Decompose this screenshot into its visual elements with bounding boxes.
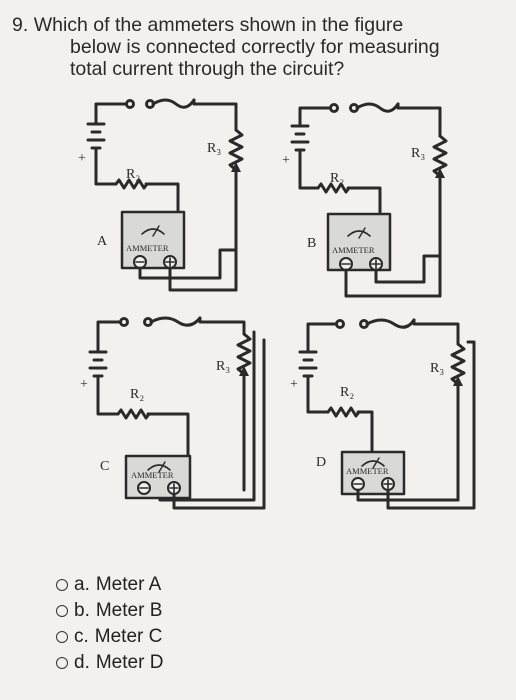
r2-label: R₂	[340, 385, 354, 400]
battery-icon	[86, 122, 106, 150]
option-letter: b.	[74, 600, 90, 621]
option-c[interactable]: c. Meter C	[56, 624, 163, 650]
r2-label: R₂	[130, 387, 144, 402]
ammeter-label: AMMETER	[346, 466, 389, 476]
option-d[interactable]: d. Meter D	[56, 650, 163, 676]
battery-plus-label: +	[282, 153, 290, 168]
resistor-r3-icon	[236, 332, 252, 376]
option-b[interactable]: b. Meter B	[56, 598, 163, 624]
switch-icon	[125, 98, 196, 109]
option-label: Meter B	[95, 600, 163, 621]
circuit-panel-b: + R₃ R₂ AMMETER	[282, 102, 448, 298]
r2-label: R₂	[330, 171, 344, 186]
resistor-r3-icon	[432, 134, 448, 178]
panel-letter: D	[316, 455, 326, 470]
resistor-r2-icon	[114, 178, 149, 190]
r3-label: R₃	[207, 141, 221, 156]
circuit-figure: + R₃ R₂ AMMETER	[78, 98, 476, 510]
radio-button-icon[interactable]	[56, 605, 68, 617]
panel-letter: C	[100, 459, 109, 474]
circuit-panel-c: + R₃ R₂ AMMETER	[80, 316, 266, 510]
ammeter-label: AMMETER	[126, 243, 169, 253]
question-number: 9.	[12, 14, 29, 36]
battery-icon	[298, 350, 318, 378]
switch-icon	[335, 318, 416, 329]
radio-button-icon[interactable]	[56, 631, 68, 643]
panel-letter: B	[307, 236, 316, 251]
arrow-icon	[231, 162, 241, 172]
resistor-r2-icon	[116, 408, 151, 420]
r3-label: R₃	[430, 361, 444, 376]
ammeter-label: AMMETER	[131, 470, 174, 480]
ammeter-a: AMMETER	[120, 210, 186, 270]
option-letter: a.	[74, 574, 90, 595]
question-text: 9. Which of the ammeters shown in the fi…	[12, 14, 492, 80]
radio-button-icon[interactable]	[56, 579, 68, 591]
arrow-icon	[435, 168, 445, 178]
option-label: Meter A	[95, 574, 162, 595]
arrow-icon	[239, 366, 249, 376]
ammeter-d: AMMETER	[340, 450, 406, 496]
circuit-panel-a: + R₃ R₂ AMMETER	[78, 98, 244, 292]
option-letter: c.	[74, 626, 89, 647]
battery-plus-label: +	[78, 151, 86, 166]
resistor-r3-icon	[228, 128, 244, 172]
radio-button-icon[interactable]	[56, 657, 68, 669]
option-letter: d.	[74, 652, 90, 673]
ammeter-label: AMMETER	[332, 245, 375, 255]
option-label: Meter D	[95, 652, 164, 673]
battery-icon	[88, 350, 108, 378]
question-line-1: Which of the ammeters shown in the figur…	[33, 14, 404, 36]
switch-icon	[329, 102, 400, 113]
switch-icon	[119, 316, 202, 327]
question-line-3: total current through the circuit?	[70, 58, 345, 80]
battery-plus-label: +	[290, 377, 298, 392]
arrow-icon	[453, 376, 463, 386]
resistor-r2-icon	[326, 406, 361, 418]
ammeter-b: AMMETER	[326, 212, 392, 272]
circuit-panel-d: + R₃ R₂ AMMETER	[290, 318, 476, 510]
ammeter-c: AMMETER	[124, 454, 192, 500]
answer-options: a. Meter A b. Meter B c. Meter C d. Mete…	[56, 572, 163, 676]
r3-label: R₃	[216, 359, 230, 374]
r2-label: R₂	[126, 167, 140, 182]
option-label: Meter C	[94, 626, 163, 647]
r3-label: R₃	[411, 146, 425, 161]
battery-plus-label: +	[80, 377, 88, 392]
option-a[interactable]: a. Meter A	[56, 572, 163, 598]
panel-letter: A	[97, 234, 108, 249]
question-line-2: below is connected correctly for measuri…	[70, 36, 440, 58]
resistor-r3-icon	[450, 342, 466, 386]
battery-icon	[290, 124, 310, 152]
resistor-r2-icon	[316, 182, 351, 194]
